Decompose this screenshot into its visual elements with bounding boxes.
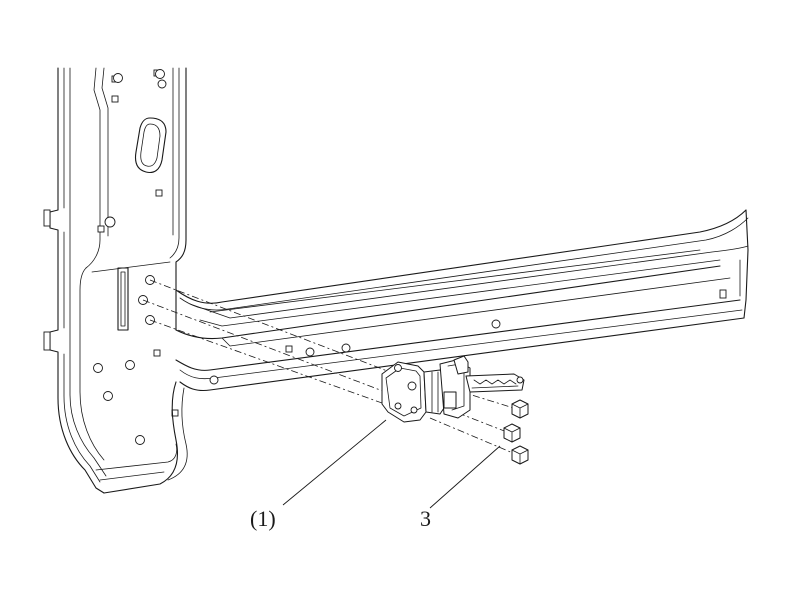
bolt-middle: [503, 423, 521, 443]
leader-line-bolts: [429, 445, 501, 509]
alignment-lines: [142, 279, 521, 457]
bolt-lower: [511, 445, 529, 465]
rocker-sill-beam: [95, 209, 749, 494]
door-hinge-assembly: [381, 355, 525, 423]
callout-hinge-label: (1): [250, 506, 276, 531]
bolt-upper: [511, 399, 529, 419]
callout-bolts-label: 3: [420, 506, 431, 531]
leader-line-hinge: [282, 419, 387, 506]
mounting-bolts: [503, 399, 529, 465]
body-pillar-panel: [43, 67, 187, 494]
